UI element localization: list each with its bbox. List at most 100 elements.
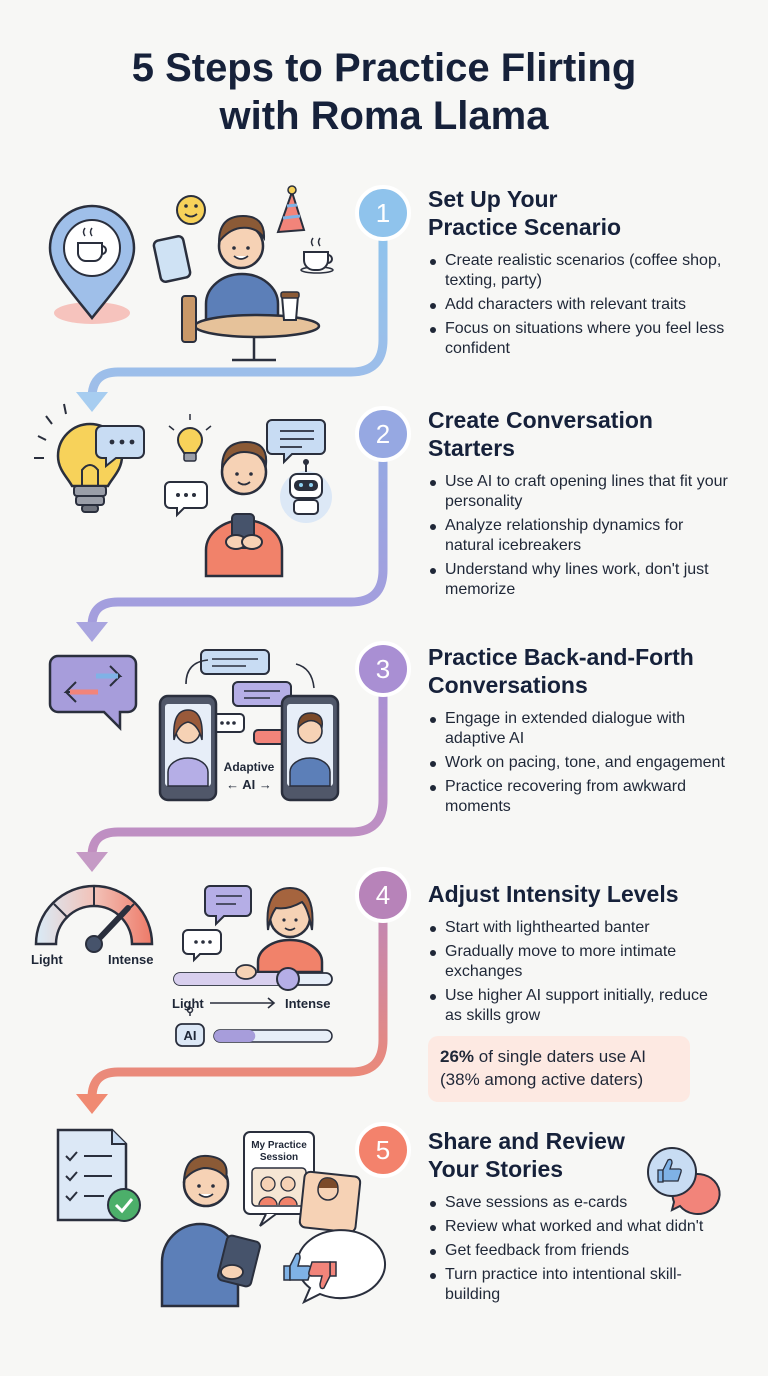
intensity-slider[interactable]: [173, 964, 333, 991]
step-1-title: Set Up Your Practice Scenario: [428, 185, 728, 241]
page-title-line-2: with Roma Llama: [219, 94, 549, 138]
step-1-number-circle: 1: [355, 185, 411, 241]
step-2-bullet-1: Use AI to craft opening lines that fit y…: [428, 472, 728, 512]
step-3-number-circle: 3: [355, 641, 411, 697]
adaptive-ai-label-line-2: ← AI →: [226, 777, 272, 792]
step-4-content: Adjust Intensity Levels Start with light…: [428, 880, 728, 1030]
card-title-line-1: My Practice: [251, 1140, 307, 1151]
chat-bubble-icon-2: [164, 481, 208, 518]
page-title-line-1: 5 Steps to Practice Flirting: [131, 46, 637, 90]
step-1-content: Set Up Your Practice Scenario Create rea…: [428, 185, 728, 363]
ai-support-fill: [214, 1030, 256, 1042]
step-3-title: Practice Back-and-Forth Conversations: [428, 643, 728, 699]
connector-arrow-3: [76, 852, 108, 872]
lightbulb-chat-icon: [34, 403, 145, 513]
robot-icon: [280, 459, 332, 523]
step-3-number: 3: [376, 654, 390, 684]
small-lightbulb-icon: [168, 414, 212, 462]
intensity-chat-bubbles: [182, 885, 252, 963]
step-4-bullet-2: Gradually move to more intimate exchange…: [428, 942, 728, 982]
step-3-bullet-2: Work on pacing, tone, and engagement: [428, 753, 728, 773]
step-5-bullet-1: Save sessions as e-cards: [428, 1193, 728, 1213]
step-1-bullets: Create realistic scenarios (coffee shop,…: [428, 251, 728, 359]
step-2-title-line-2: Starters: [428, 435, 515, 461]
step-1-bullet-3: Focus on situations where you feel less …: [428, 319, 728, 359]
step-5-title-line-2: Your Stories: [428, 1156, 564, 1182]
adaptive-ai-label-line-1: Adaptive: [224, 760, 275, 774]
step-1-number: 1: [376, 198, 390, 228]
conversation-bubbles: [185, 649, 315, 745]
step-4-title: Adjust Intensity Levels: [428, 880, 728, 908]
step-2-bullet-3: Understand why lines work, don't just me…: [428, 560, 728, 600]
slider-light-label: Light: [172, 996, 204, 1011]
step-4-number: 4: [376, 880, 390, 910]
coffee-cup-icon: [300, 237, 334, 274]
thumbs-feedback-bubble: [283, 1229, 386, 1305]
step-2-title-line-1: Create Conversation: [428, 407, 653, 433]
connector-1-to-2: [87, 231, 388, 403]
step-3-title-line-2: Conversations: [428, 672, 588, 698]
gauge-intense-label: Intense: [108, 952, 154, 967]
step-1-bullet-1: Create realistic scenarios (coffee shop,…: [428, 251, 728, 291]
step-2-number: 2: [376, 419, 390, 449]
stat-text: of single daters use AI (38% among activ…: [440, 1047, 647, 1089]
page-title: 5 Steps to Practice Flirting with Roma L…: [0, 44, 768, 140]
step-4-title-line-1: Adjust Intensity Levels: [428, 881, 679, 907]
step-3-bullet-3: Practice recovering from awkward moments: [428, 777, 728, 817]
phone-icon: [152, 235, 192, 283]
swap-arrows-icon: [48, 654, 138, 732]
step-1-title-line-1: Set Up Your: [428, 186, 558, 212]
intensity-arrow: [210, 997, 276, 1009]
party-hat-icon: [276, 185, 306, 234]
step-4-bullets: Start with lighthearted banter Gradually…: [428, 918, 728, 1026]
step-3-title-line-1: Practice Back-and-Forth: [428, 644, 694, 670]
person-at-cafe-table-illustration: [181, 214, 321, 362]
step-2-bullets: Use AI to craft opening lines that fit y…: [428, 472, 728, 600]
step-1-title-line-2: Practice Scenario: [428, 214, 622, 240]
phone-right-illustration: [280, 694, 340, 802]
phone-left-illustration: [158, 694, 218, 802]
checklist-icon: [56, 1128, 141, 1222]
connector-arrow-4: [76, 1094, 108, 1114]
connector-4-to-5: [87, 917, 388, 1103]
ai-usage-stat-callout: 26% of single daters use AI (38% among a…: [428, 1036, 690, 1102]
step-2-number-circle: 2: [355, 406, 411, 462]
chat-bubble-icon: [266, 419, 326, 465]
connector-2-to-3: [87, 455, 388, 631]
step-5-bullets: Save sessions as e-cards Review what wor…: [428, 1193, 728, 1305]
ai-badge-label: AI: [184, 1028, 197, 1043]
connector-3-to-4: [87, 689, 388, 861]
step-3-bullets: Engage in extended dialogue with adaptiv…: [428, 709, 728, 817]
ai-support-bar: [175, 1006, 333, 1047]
thumbs-up-chat-icon: [647, 1147, 721, 1215]
practice-session-card: [243, 1131, 362, 1234]
step-4-bullet-3: Use higher AI support initially, reduce …: [428, 986, 728, 1026]
step-2-bullet-2: Analyze relationship dynamics for natura…: [428, 516, 728, 556]
slider-intense-label: Intense: [285, 996, 331, 1011]
connector-arrow-1: [76, 392, 108, 412]
card-title-line-2: Session: [260, 1152, 298, 1163]
gauge-light-label: Light: [31, 952, 63, 967]
smiley-icon: [176, 195, 206, 225]
step-4-bullet-1: Start with lighthearted banter: [428, 918, 728, 938]
person-with-tablet-illustration: [160, 1154, 261, 1308]
step-5-bullet-3: Get feedback from friends: [428, 1241, 728, 1261]
connector-arrow-2: [76, 622, 108, 642]
person-with-slider-illustration: [256, 886, 324, 974]
gauge-icon: [34, 884, 154, 953]
stat-percent: 26%: [440, 1047, 475, 1066]
step-5-bullet-2: Review what worked and what didn't: [428, 1217, 728, 1237]
location-pin-coffee-icon: [48, 204, 136, 324]
step-5-title-line-1: Share and Review: [428, 1128, 625, 1154]
step-5-number-circle: 5: [355, 1122, 411, 1178]
step-5-content: Share and Review Your Stories Save sessi…: [428, 1127, 728, 1309]
step-5-bullet-4: Turn practice into intentional skill-bui…: [428, 1265, 728, 1305]
step-1-bullet-2: Add characters with relevant traits: [428, 295, 728, 315]
step-2-content: Create Conversation Starters Use AI to c…: [428, 406, 728, 604]
person-with-phone-illustration: [204, 440, 284, 578]
step-3-content: Practice Back-and-Forth Conversations En…: [428, 643, 728, 821]
step-5-number: 5: [376, 1135, 390, 1165]
step-4-number-circle: 4: [355, 867, 411, 923]
step-2-title: Create Conversation Starters: [428, 406, 728, 462]
